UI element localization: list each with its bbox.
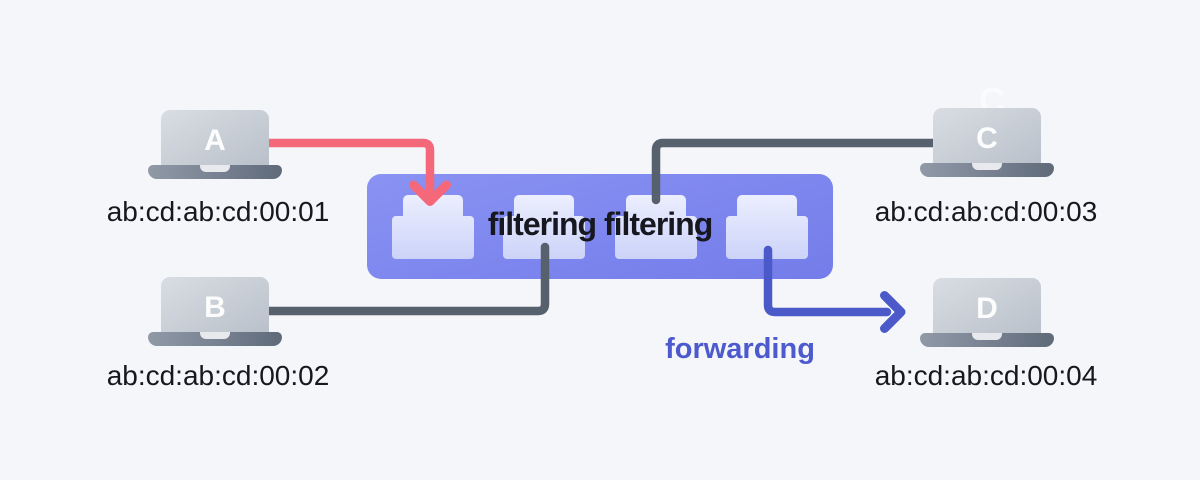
forwarding-label: forwarding <box>665 333 815 365</box>
laptop-notch <box>972 333 1002 340</box>
laptop-base <box>148 165 282 179</box>
laptop-d-letter: D <box>976 292 998 325</box>
filtering-label: filtering filtering <box>487 206 714 242</box>
laptop-screen <box>933 278 1041 335</box>
laptop-c-letter: C <box>976 122 998 155</box>
mac-label-d: ab:cd:ab:cd:00:04 <box>874 360 1098 391</box>
laptop-screen <box>161 110 269 167</box>
laptop-b-letter: B <box>204 291 226 324</box>
port-tab <box>514 195 574 218</box>
mac-label-a: ab:cd:ab:cd:00:01 <box>106 196 330 227</box>
laptop-c-icon: C <box>920 108 1054 178</box>
laptop-notch <box>200 165 230 172</box>
laptop-b-icon: B <box>148 277 282 347</box>
mac-label-c: ab:cd:ab:cd:00:03 <box>874 196 1098 227</box>
port-body <box>615 216 697 259</box>
laptop-base <box>920 163 1054 177</box>
laptop-a-letter: A <box>204 124 226 157</box>
arrowhead-right-icon <box>880 291 906 333</box>
mac-label-b: ab:cd:ab:cd:00:02 <box>106 360 330 391</box>
laptop-base <box>148 332 282 346</box>
laptop-a-icon: A <box>148 110 282 180</box>
laptop-d-icon: D <box>920 278 1054 348</box>
laptop-base <box>920 333 1054 347</box>
laptop-screen <box>161 277 269 334</box>
laptop-screen <box>933 108 1041 165</box>
laptop-notch <box>972 163 1002 170</box>
laptop-notch <box>200 332 230 339</box>
